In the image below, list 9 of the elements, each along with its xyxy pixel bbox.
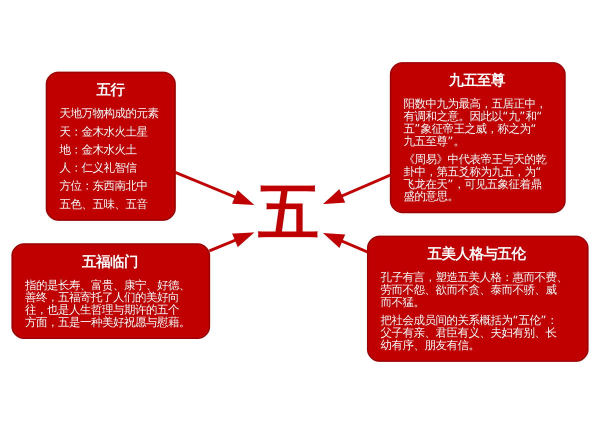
arrow bbox=[208, 232, 254, 252]
arrow bbox=[323, 174, 391, 204]
node-text: 五 bbox=[258, 177, 320, 248]
node-box: 九五至尊 阳数中九为最高，五居正中，有调和之意。因此以“九”和“五”象征帝王之威，称之为“九五至尊”。 《周易》中代表帝王与天的乾卦中，第五爻称为九五，为“飞龙在天”，可见五象征着鼎盛的意思。 bbox=[390, 62, 566, 214]
node-box: 五行 天地万物构成的元素 天：金木水火土星 地：金木水火土 人：仁义礼智信 方位：东西南北中 五色、五味、五音 bbox=[46, 72, 176, 221]
node-box: 五美人格与五伦 孔子有言，塑造五美人格：惠而不费、劳而不怨、欲而不贪、泰而不骄、威而不猛。 把社会成员间的关系概括为“五伦”：父子有亲、君臣有义、夫妇有别、长幼有序、朋友有信。 bbox=[366, 236, 589, 362]
arrow bbox=[174, 171, 254, 205]
arrow bbox=[323, 232, 368, 254]
node-box: 五福临门 指的是长寿、富贵、康宁、好德、善终，五福寄托了人们的美好向往，也是人生哲理与期许的五个方面，五是一种美好祝愿与慰藉。 bbox=[11, 243, 210, 340]
